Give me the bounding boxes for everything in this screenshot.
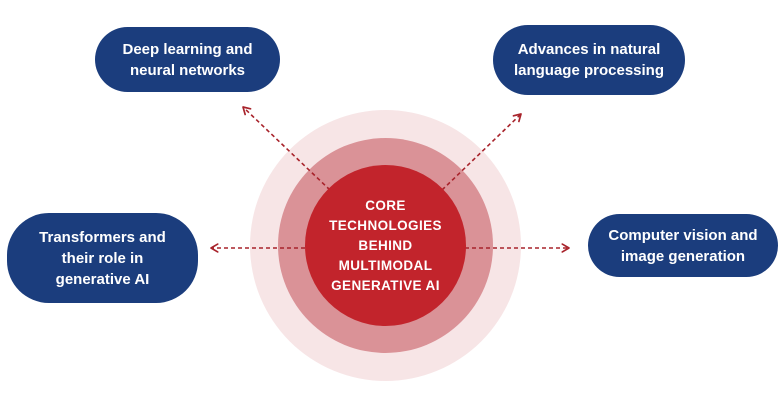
- node-label-line: language processing: [513, 62, 665, 79]
- node-label-line: Deep learning and: [122, 40, 253, 58]
- node-natural-language-processing: Advances in natural language processing: [493, 25, 685, 95]
- center-title-line: BEHIND: [358, 237, 413, 253]
- node-label-line: image generation: [620, 247, 746, 265]
- center-circle: CORE TECHNOLOGIES BEHIND MULTIMODAL GENE…: [305, 165, 466, 326]
- center-title-line: GENERATIVE AI: [331, 277, 440, 293]
- center-title-line: MULTIMODAL: [338, 257, 433, 273]
- node-transformers: Transformers and their role in generativ…: [7, 213, 198, 303]
- node-computer-vision: Computer vision and image generation: [588, 214, 778, 277]
- node-label-line: Computer vision and: [608, 226, 758, 244]
- center-title: CORE TECHNOLOGIES BEHIND MULTIMODAL GENE…: [329, 196, 442, 296]
- node-label-line: their role in: [61, 249, 144, 267]
- center-title-line: TECHNOLOGIES: [329, 217, 442, 233]
- node-label-line: Transformers and: [39, 228, 166, 246]
- node-deep-learning: Deep learning and neural networks: [95, 27, 280, 92]
- center-title-line: CORE: [365, 197, 406, 213]
- node-label-line: neural networks: [129, 61, 246, 79]
- node-label-line: Advances in natural: [517, 41, 661, 58]
- node-label-line: generative AI: [55, 270, 150, 288]
